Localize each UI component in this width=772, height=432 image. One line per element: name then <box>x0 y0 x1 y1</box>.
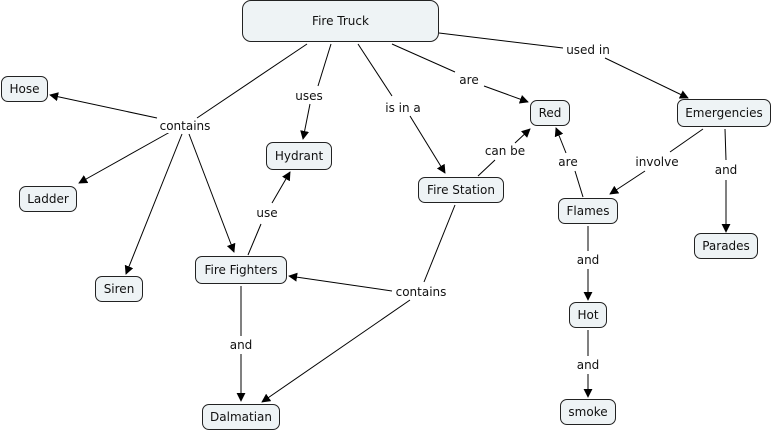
edge-truck-uses <box>317 43 332 87</box>
node-hydrant[interactable]: Hydrant <box>266 142 332 170</box>
link-and-fighters[interactable]: and <box>228 338 254 352</box>
edge-involve-flames <box>609 170 646 195</box>
edge-are-red-2 <box>554 127 567 154</box>
edge-contains-ladder <box>78 131 171 184</box>
node-siren[interactable]: Siren <box>95 276 143 302</box>
edge-contains-hose <box>49 92 158 119</box>
link-contains-truck[interactable]: contains <box>158 119 212 133</box>
link-use[interactable]: use <box>255 206 279 220</box>
edge-are-red <box>483 85 529 104</box>
node-hose[interactable]: Hose <box>1 76 48 102</box>
node-dalmatian[interactable]: Dalmatian <box>202 404 280 430</box>
edge-contains-fighters-2 <box>288 272 393 292</box>
edge-emergencies-involve <box>669 128 704 153</box>
edge-can-be-red <box>514 128 531 144</box>
edge-truck-used-in <box>438 32 564 49</box>
edge-station-contains <box>423 204 456 283</box>
node-flames[interactable]: Flames <box>558 198 618 224</box>
node-ladder[interactable]: Ladder <box>19 186 77 212</box>
node-parades[interactable]: Parades <box>694 233 758 259</box>
edge-contains-fire-fighters <box>188 133 236 253</box>
edge-contains-dalmatian <box>261 299 411 403</box>
link-can-be[interactable]: can be <box>483 144 527 158</box>
edge-is-in-a-station <box>409 115 446 174</box>
node-emergencies[interactable]: Emergencies <box>677 99 771 127</box>
link-involve[interactable]: involve <box>634 155 680 169</box>
node-smoke[interactable]: smoke <box>560 399 616 425</box>
edge-station-can-be <box>477 159 496 177</box>
link-are-flames[interactable]: are <box>557 155 579 169</box>
edge-truck-contains <box>196 43 308 119</box>
edge-use-hydrant <box>271 171 291 204</box>
link-uses[interactable]: uses <box>294 89 324 103</box>
link-and-hot[interactable]: and <box>575 358 601 372</box>
node-hot[interactable]: Hot <box>569 302 607 328</box>
edge-contains-siren <box>124 133 183 275</box>
node-red[interactable]: Red <box>530 100 570 126</box>
edge-used-in-emergencies <box>604 57 689 99</box>
edge-fighters-use <box>247 223 262 256</box>
link-are-truck[interactable]: are <box>458 73 480 87</box>
edge-flames-are <box>574 170 584 198</box>
link-and-flames[interactable]: and <box>575 253 601 267</box>
link-used-in[interactable]: used in <box>565 43 611 57</box>
link-contains-station[interactable]: contains <box>394 285 448 299</box>
edge-uses-hydrant <box>300 103 311 140</box>
link-and-emergencies[interactable]: and <box>713 163 739 177</box>
node-fire-truck[interactable]: Fire Truck <box>242 0 439 42</box>
edge-truck-are <box>391 43 456 73</box>
node-fire-station[interactable]: Fire Station <box>418 177 504 203</box>
edge-emergencies-and <box>724 128 727 161</box>
link-is-in-a[interactable]: is in a <box>384 101 422 115</box>
edge-truck-is-in-a <box>357 43 393 97</box>
node-fire-fighters[interactable]: Fire Fighters <box>195 256 287 284</box>
